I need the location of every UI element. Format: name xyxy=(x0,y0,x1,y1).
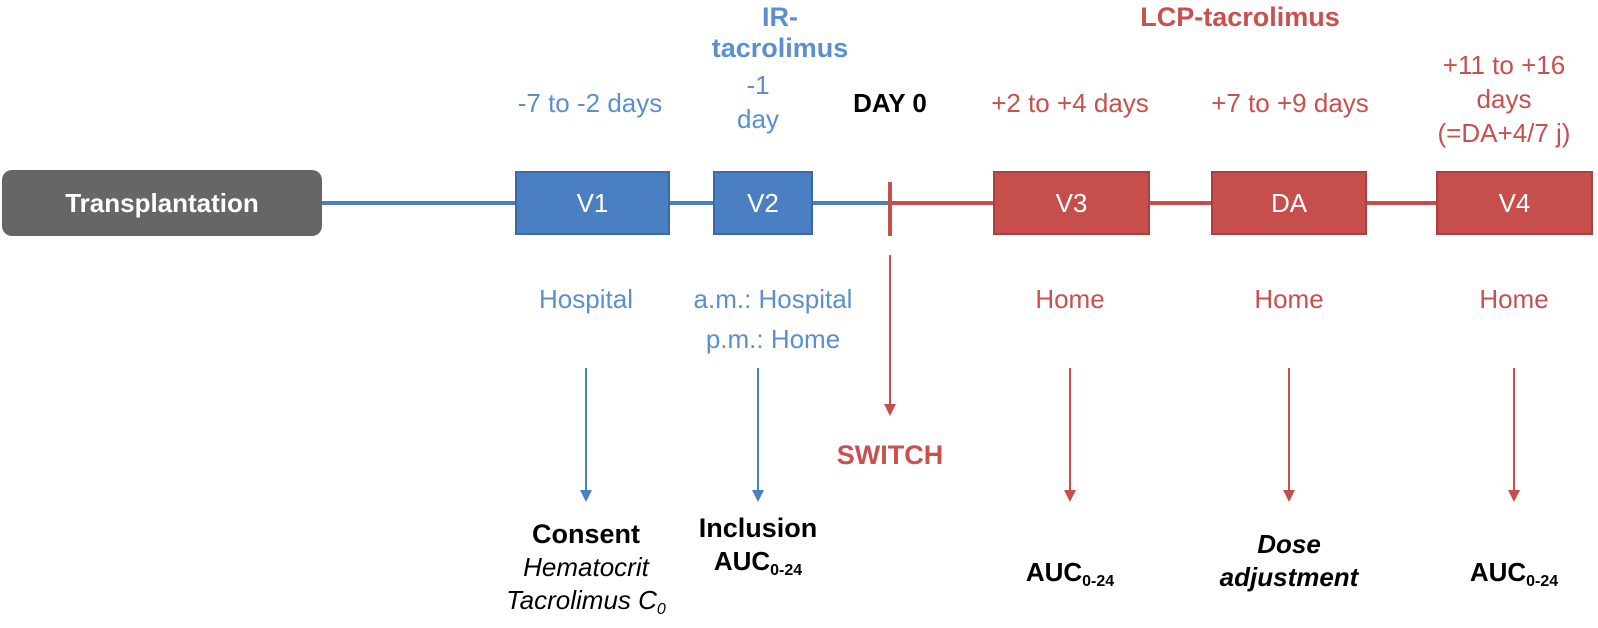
period-day0: DAY 0 xyxy=(853,88,927,118)
outcome-v3-auc-sub: 0-24 xyxy=(1082,573,1115,590)
transplantation-label: Transplantation xyxy=(65,187,259,218)
location-da: Home xyxy=(1254,284,1324,314)
visit-v2-box: V2 xyxy=(713,171,813,235)
outcome-v3-auc-text: AUC xyxy=(1025,557,1083,587)
visit-v1-box: V1 xyxy=(515,171,670,235)
period-v4: +11 to +16 days (=DA+4/7 j) xyxy=(1410,48,1598,150)
visit-v4-label: V4 xyxy=(1498,187,1531,218)
visit-v3-box: V3 xyxy=(993,171,1150,235)
visit-v1-label: V1 xyxy=(576,187,609,218)
visit-v2-label: V2 xyxy=(747,187,779,218)
outcome-da-line2: adjustment xyxy=(1219,562,1359,592)
period-v1: -7 to -2 days xyxy=(517,88,663,118)
period-v4-line1: +11 to +16 xyxy=(1442,50,1566,80)
outcome-da: Dose adjustment xyxy=(1189,528,1389,594)
outcome-v2-auc: AUC0-24 xyxy=(668,545,848,579)
outcome-v3: AUC0-24 xyxy=(990,556,1150,590)
transplantation-box: Transplantation xyxy=(2,170,322,236)
visit-da-label: DA xyxy=(1270,187,1308,218)
switch-label: SWITCH xyxy=(836,440,944,470)
outcome-v2: Inclusion AUC0-24 xyxy=(668,512,848,579)
phase-lcp-header: LCP-tacrolimus xyxy=(1140,2,1340,32)
outcome-v1-tacrolimus-text: Tacrolimus C xyxy=(506,585,657,615)
outcome-v4-auc-text: AUC xyxy=(1469,557,1527,587)
outcome-v1-tacrolimus: Tacrolimus C0 xyxy=(476,584,696,618)
visit-da-box: DA xyxy=(1211,171,1367,235)
period-v4-line2: days xyxy=(1476,84,1532,114)
outcome-v1-hematocrit: Hematocrit xyxy=(523,552,649,582)
period-da: +7 to +9 days xyxy=(1211,88,1369,118)
location-v2-line1: a.m.: Hospital xyxy=(693,284,853,314)
location-v3: Home xyxy=(1035,284,1105,314)
location-v2: a.m.: Hospital p.m.: Home xyxy=(668,279,878,359)
outcome-v4-auc-sub: 0-24 xyxy=(1526,573,1559,590)
outcome-da-line1: Dose xyxy=(1257,529,1321,559)
location-v4: Home xyxy=(1479,284,1549,314)
visit-v3-label: V3 xyxy=(1055,187,1088,218)
outcome-v1: Consent Hematocrit Tacrolimus C0 xyxy=(476,518,696,618)
period-v3: +2 to +4 days xyxy=(991,88,1149,118)
outcome-v1-title: Consent xyxy=(532,519,640,549)
location-v1: Hospital xyxy=(539,284,633,314)
period-v2: -1 day xyxy=(718,68,798,136)
period-v2-line1: -1 xyxy=(746,70,770,100)
outcome-v1-tacrolimus-sub: 0 xyxy=(656,601,666,618)
period-v2-line2: day xyxy=(737,104,779,134)
outcome-v2-title: Inclusion xyxy=(698,513,818,543)
phase-ir-header: IR-tacrolimus xyxy=(711,2,849,63)
outcome-v4: AUC0-24 xyxy=(1434,556,1594,590)
location-v2-line2: p.m.: Home xyxy=(705,324,841,354)
outcome-v2-auc-sub: 0-24 xyxy=(770,562,803,579)
outcome-v2-auc-text: AUC xyxy=(713,546,771,576)
period-v4-line3: (=DA+4/7 j) xyxy=(1437,118,1571,148)
visit-v4-box: V4 xyxy=(1436,171,1593,235)
